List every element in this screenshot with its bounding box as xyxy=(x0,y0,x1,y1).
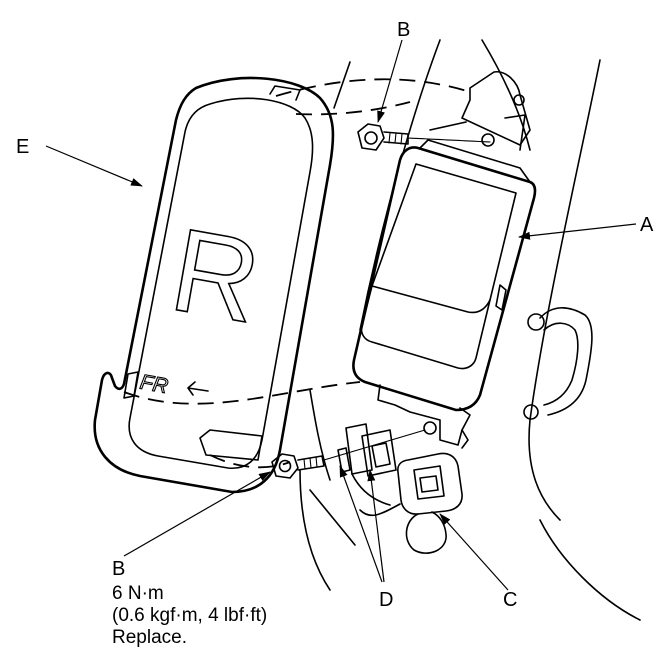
callout-e: E xyxy=(16,136,29,158)
callout-a: A xyxy=(640,214,654,236)
alignment-lines xyxy=(123,78,471,469)
leader-lines xyxy=(45,39,637,591)
connectors-d xyxy=(337,423,397,506)
body-panel xyxy=(299,39,641,621)
callout-d: D xyxy=(379,589,393,611)
bolt-b-top xyxy=(357,123,495,151)
cover-e: R FR xyxy=(93,76,335,494)
callout-c: C xyxy=(503,589,517,611)
torque-spec-imperial: (0.6 kgf·m, 4 lbf·ft) xyxy=(112,605,267,626)
callout-b-bottom: B xyxy=(112,558,125,580)
torque-spec-note: Replace. xyxy=(112,627,187,648)
torque-spec-nm: 6 N·m xyxy=(112,583,164,604)
mounting-bracket xyxy=(429,71,531,151)
arrow-left-icon xyxy=(187,381,209,396)
grab-handle xyxy=(523,307,593,420)
cover-marking-fr: FR xyxy=(138,371,170,399)
connector-c xyxy=(359,452,463,554)
callout-b-top: B xyxy=(397,19,410,41)
module-unit-a xyxy=(352,139,537,449)
